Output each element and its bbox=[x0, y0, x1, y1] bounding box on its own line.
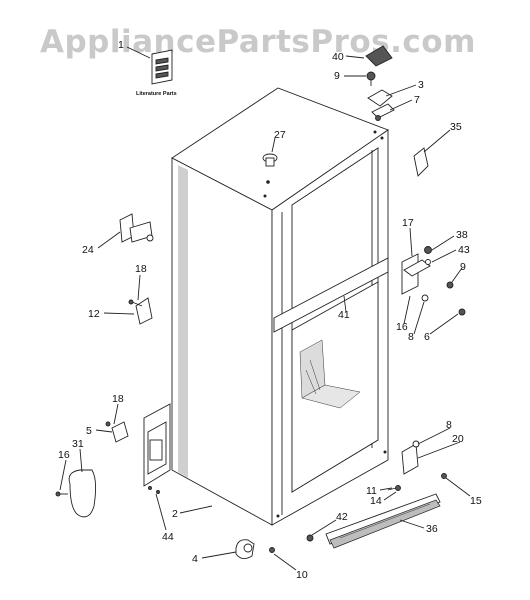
part-44-panel bbox=[143, 403, 171, 494]
part-24-bracket bbox=[119, 213, 154, 243]
refrigerator-cabinet bbox=[171, 87, 389, 526]
callout-27: 27 bbox=[274, 129, 286, 141]
callout-12: 12 bbox=[88, 308, 100, 320]
callout-16: 16 bbox=[396, 321, 408, 333]
part-17-hinge-assembly bbox=[401, 246, 466, 316]
part-36-toe-grille bbox=[325, 493, 441, 549]
callout-31: 31 bbox=[72, 438, 84, 450]
callout-labels: 1 40 9 3 7 35 27 17 38 43 9 24 18 12 41 … bbox=[58, 39, 482, 581]
callout-35: 35 bbox=[450, 121, 462, 133]
callout-14: 14 bbox=[370, 495, 382, 507]
callout-18: 18 bbox=[135, 263, 147, 275]
callout-36: 36 bbox=[426, 523, 438, 535]
part-9-top-screw bbox=[366, 71, 376, 86]
callout-43: 43 bbox=[458, 244, 470, 256]
leader-lines bbox=[59, 46, 471, 571]
part-42-screw bbox=[306, 534, 314, 542]
part-4-roller bbox=[235, 539, 255, 559]
literature-parts-caption: Literature Parts bbox=[136, 91, 177, 97]
callout-1: 1 bbox=[118, 39, 124, 51]
callout-16b: 16 bbox=[58, 449, 70, 461]
watermark-text: AppliancePartsPros.com bbox=[40, 24, 476, 60]
callout-40: 40 bbox=[332, 51, 344, 63]
part-31-cover bbox=[55, 469, 97, 518]
part-5-18-clip bbox=[105, 421, 129, 443]
callout-6: 6 bbox=[424, 331, 430, 343]
callout-2: 2 bbox=[172, 508, 178, 520]
callout-41: 41 bbox=[338, 309, 350, 321]
part-3-7-hinge bbox=[367, 89, 395, 121]
callout-10: 10 bbox=[296, 569, 308, 581]
part-27-plug bbox=[262, 153, 278, 167]
callout-9: 9 bbox=[334, 70, 340, 82]
callout-20: 20 bbox=[452, 433, 464, 445]
callout-17: 17 bbox=[402, 217, 414, 229]
callout-18b: 18 bbox=[112, 393, 124, 405]
part-12-18-clip bbox=[128, 297, 153, 325]
part-40-shape bbox=[365, 45, 393, 67]
part-35-shape bbox=[413, 147, 429, 177]
callout-15: 15 bbox=[470, 495, 482, 507]
part-10-screw bbox=[269, 547, 275, 553]
callout-7: 7 bbox=[414, 94, 420, 106]
part-20-bracket bbox=[387, 440, 447, 491]
callout-38: 38 bbox=[456, 229, 468, 241]
callout-42: 42 bbox=[336, 511, 348, 523]
callout-5: 5 bbox=[86, 425, 92, 437]
callout-11: 11 bbox=[366, 485, 377, 497]
literature-parts: Literature Parts bbox=[136, 49, 177, 97]
callout-44: 44 bbox=[162, 531, 174, 543]
callout-4: 4 bbox=[192, 553, 198, 565]
callout-8: 8 bbox=[408, 331, 414, 343]
callout-24: 24 bbox=[82, 244, 94, 256]
callout-9b: 9 bbox=[460, 261, 466, 273]
callout-3: 3 bbox=[418, 79, 424, 91]
callout-8b: 8 bbox=[446, 419, 452, 431]
